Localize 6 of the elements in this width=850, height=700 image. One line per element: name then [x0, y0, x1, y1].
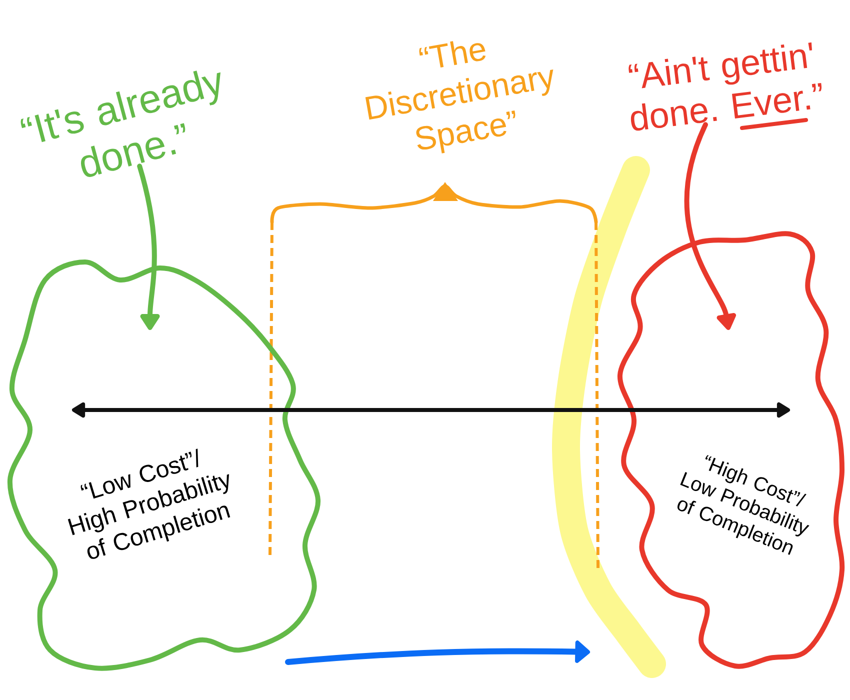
- arrow: [137, 164, 160, 330]
- handwritten-note: “It's already done.”: [20, 70, 220, 177]
- arrow: [72, 402, 790, 418]
- handwritten-note: “Ain't gettin' done. Ever.”: [628, 42, 822, 131]
- handwritten-label: “The Discretionary Space”: [365, 41, 554, 154]
- arrow: [684, 122, 736, 330]
